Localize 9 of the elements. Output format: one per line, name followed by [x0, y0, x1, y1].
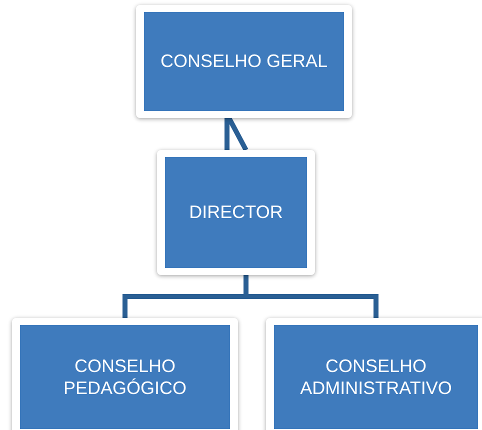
box-label: CONSELHO PEDAGÓGICO	[62, 354, 188, 400]
box-label: CONSELHO GERAL	[160, 50, 328, 73]
org-box	[136, 5, 352, 118]
org-box	[157, 150, 315, 275]
org-box	[12, 318, 238, 430]
org-box	[266, 318, 482, 430]
box-label: CONSELHO ADMINISTRATIVO	[299, 354, 453, 400]
box-label: DIRECTOR	[189, 201, 283, 224]
connector-line	[224, 116, 248, 152]
